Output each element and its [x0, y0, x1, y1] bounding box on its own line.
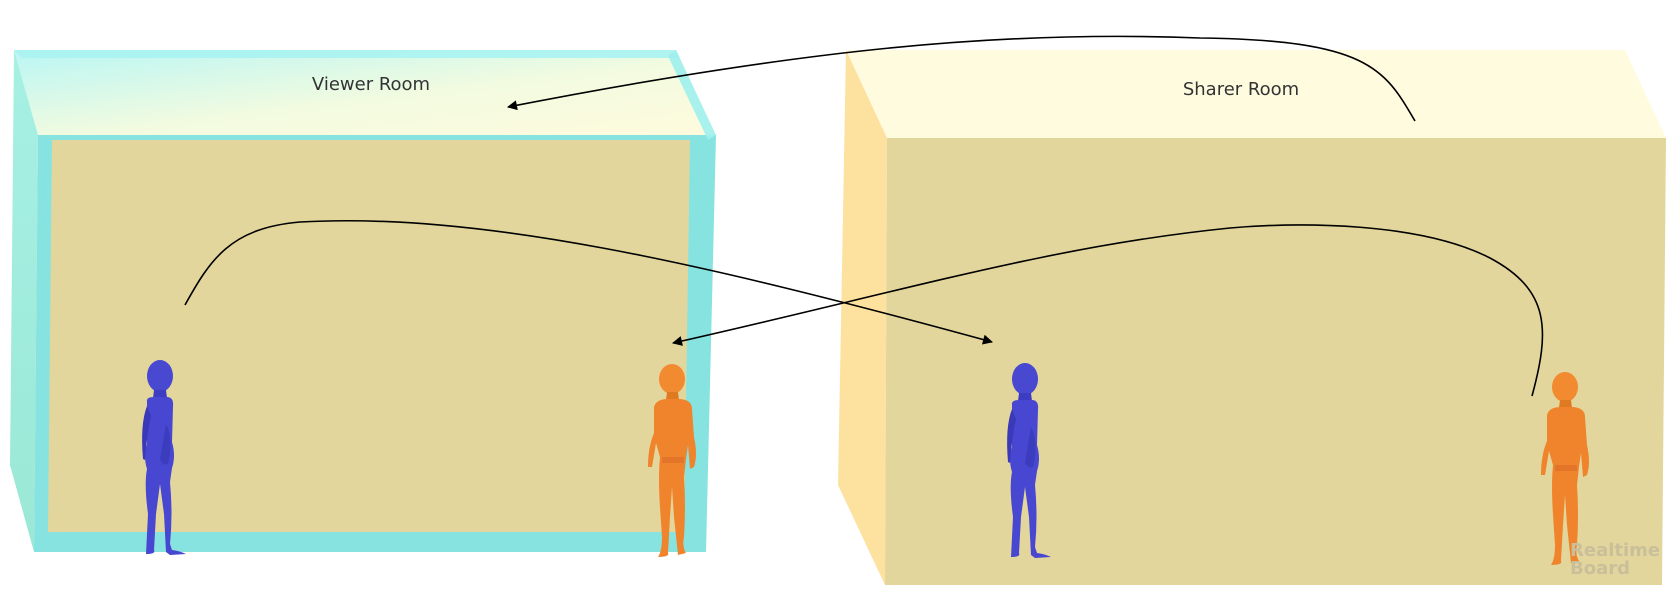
viewer-room-right-rim — [668, 50, 716, 140]
viewer-room-back-wall — [48, 140, 690, 532]
viewer-room-top — [14, 50, 716, 135]
sharer-room-left-side — [838, 50, 887, 585]
viewer-room-top-rim — [14, 50, 680, 58]
realtimeboard-watermark-line2: Board — [1570, 558, 1630, 579]
sharer-room-label: Sharer Room — [1183, 79, 1299, 100]
arrow-sharer-orange-to-viewer-orange — [672, 224, 1544, 397]
viewer-room — [10, 50, 716, 552]
realtimeboard-watermark-line1: Realtime — [1570, 540, 1660, 561]
arrow-viewer-blue-to-sharer-blue — [184, 219, 993, 345]
sharer-room — [838, 50, 1666, 585]
viewer-room-label: Viewer Room — [312, 74, 430, 95]
arrow-sharer-room-to-viewer-room — [507, 35, 1416, 122]
sharer-room-back-wall — [885, 138, 1666, 585]
sharer-room-top — [846, 50, 1666, 138]
viewer-room-left-side — [10, 50, 38, 552]
